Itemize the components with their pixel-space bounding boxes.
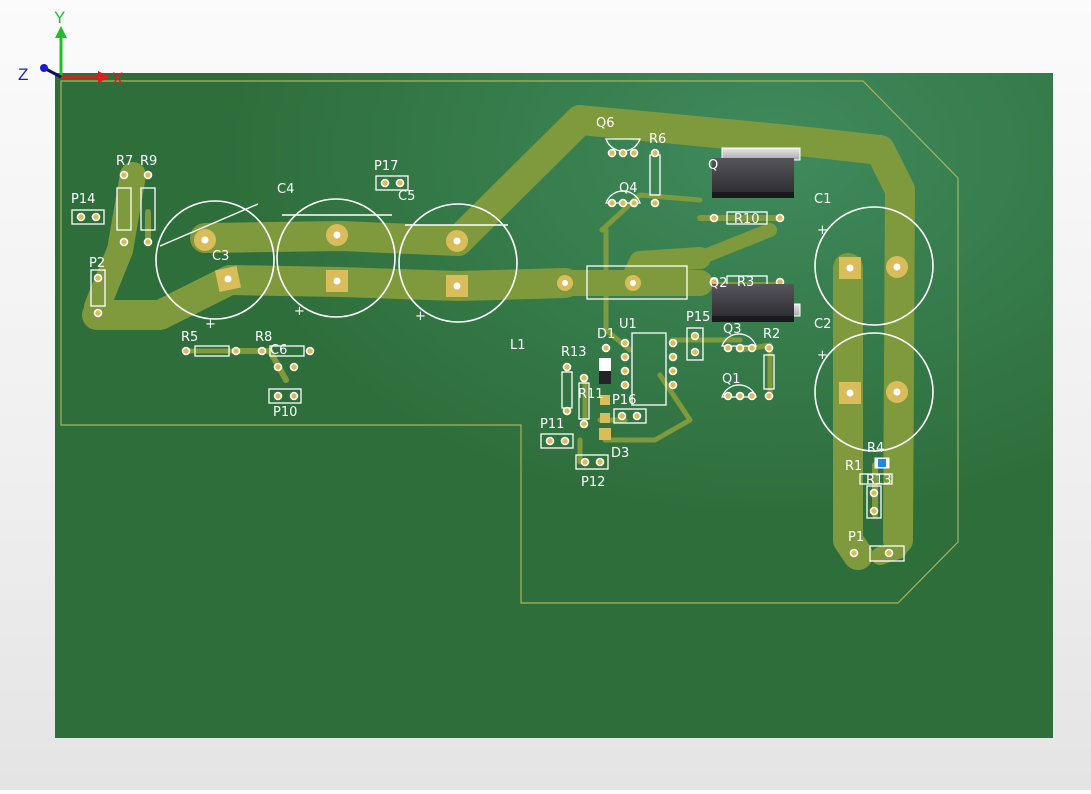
y-axis-label: Y: [54, 8, 65, 27]
z-axis-tip: [40, 64, 48, 72]
label-q5: Q: [708, 158, 718, 173]
label-u1: U1: [619, 317, 637, 332]
z-axis-label: Z: [18, 65, 28, 84]
label-p2: P2: [89, 256, 105, 271]
label-q6: Q6: [596, 116, 615, 131]
label-p10: P10: [273, 405, 297, 420]
x-axis-arrowhead: [98, 71, 110, 83]
label-q4: Q4: [619, 181, 638, 196]
c2-outline: [814, 332, 934, 452]
label-r2: R2: [763, 327, 780, 342]
label-r1: R1: [845, 459, 862, 474]
smd-parts: [599, 358, 890, 469]
label-d3: D3: [611, 446, 629, 461]
x-axis-label: X: [112, 69, 123, 88]
board-outline: [60, 80, 959, 604]
label-r9: R9: [140, 154, 157, 169]
label-c2: C2: [814, 317, 831, 332]
label-p14: P14: [71, 192, 95, 207]
c4-plus-mark: +: [294, 304, 305, 319]
polarity-marks: + + + + +: [205, 223, 828, 363]
capacitor-outlines: [155, 198, 934, 452]
label-r12: R13: [866, 473, 892, 488]
c5-plus-mark: +: [415, 309, 426, 324]
c1-outline: [814, 206, 934, 326]
label-c1: C1: [814, 192, 831, 207]
small-pads: [76, 148, 894, 558]
label-c5: C5: [398, 189, 415, 204]
c3-plus-mark: +: [205, 317, 216, 332]
silkscreen-outlines: [71, 138, 905, 562]
label-p15: P15: [686, 310, 710, 325]
c3-outline: [155, 200, 275, 320]
label-p1: P1: [848, 530, 864, 545]
label-q1: Q1: [722, 372, 741, 387]
label-r8: R8: [255, 330, 272, 345]
label-d1: D1: [597, 327, 615, 342]
label-p17: P17: [374, 159, 398, 174]
label-p12: P12: [581, 475, 605, 490]
label-r6: R6: [649, 132, 666, 147]
label-r11: R11: [578, 387, 604, 402]
c1-plus-mark: +: [817, 223, 828, 238]
label-r13: R13: [561, 345, 587, 360]
label-q3: Q3: [723, 322, 742, 337]
label-p16: P16: [612, 393, 636, 408]
c5-outline: [398, 203, 518, 323]
c4-outline: [276, 198, 396, 318]
axis-gizmo[interactable]: Y X Z: [18, 8, 123, 88]
label-c6: C6: [270, 343, 287, 358]
label-r7: R7: [116, 154, 133, 169]
designator-labels: P14 R7 R9 P2 C3 C4 C5 P17 R5 R8 C6 P10 L…: [71, 116, 892, 545]
label-q2: Q2: [709, 276, 728, 291]
label-c3: C3: [212, 249, 229, 264]
label-r3: R3: [737, 275, 754, 290]
label-r10: R10: [734, 212, 760, 227]
label-l1: L1: [510, 338, 526, 353]
label-p11: P11: [540, 417, 564, 432]
label-r5: R5: [181, 330, 198, 345]
large-pads: [194, 224, 908, 404]
c2-plus-mark: +: [817, 348, 828, 363]
label-r4: R4: [867, 441, 884, 456]
label-c4: C4: [277, 182, 294, 197]
to220-packages: [712, 147, 801, 322]
y-axis-arrowhead: [55, 26, 67, 38]
